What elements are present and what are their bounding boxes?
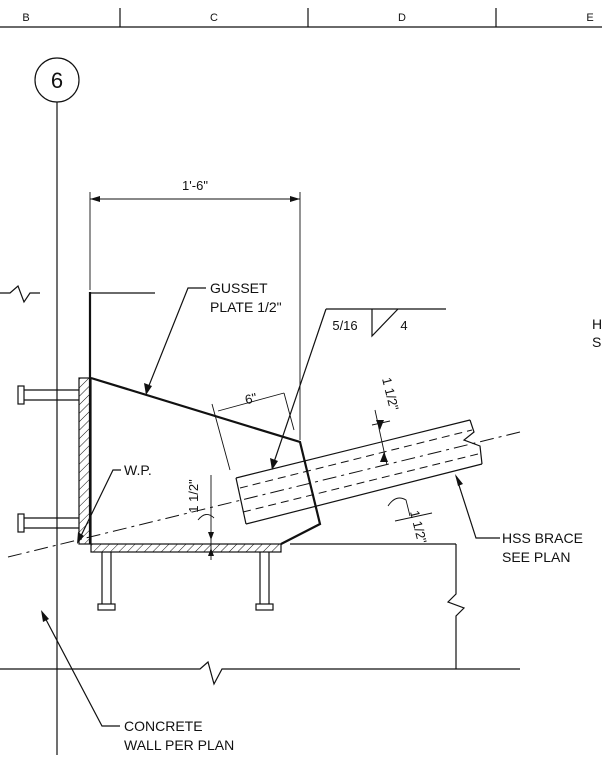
- grid-label-d: D: [398, 12, 406, 24]
- weld-size: 5/16: [332, 318, 357, 333]
- dimension-gusset-edge: 6": [211, 390, 295, 471]
- gusset-label-line2: PLATE 1/2": [210, 299, 282, 315]
- hss-brace: [235, 419, 483, 525]
- concrete-wall-label-line2: WALL PER PLAN: [124, 737, 234, 753]
- anchor-stud: [17, 513, 79, 533]
- brace-centerline: [7, 431, 521, 558]
- weld-length: 4: [400, 318, 407, 333]
- gusset-label-line1: GUSSET: [210, 280, 268, 296]
- dimension-brace-bottom: 1 1/2": [387, 497, 433, 545]
- dimension-gusset-edge-text: 6": [243, 390, 258, 408]
- cropped-note-line2: S: [592, 334, 601, 350]
- weld-symbol: 5/16 4: [270, 308, 446, 470]
- anchor-stud: [255, 552, 274, 611]
- cropped-note-line1: H: [592, 316, 602, 332]
- concrete-wall-callout: CONCRETE WALL PER PLAN: [41, 610, 234, 753]
- hss-brace-callout: HSS BRACE SEE PLAN: [455, 474, 583, 565]
- dimension-brace-top: 1 1/2": [371, 376, 402, 466]
- brace-break: [462, 419, 483, 465]
- lower-slab-line: [0, 660, 520, 686]
- work-point-label: W.P.: [124, 462, 152, 478]
- column-grid-header: B C D E: [0, 8, 602, 28]
- grid-bubble-label: 6: [51, 68, 63, 93]
- wall-embed-plate: [17, 377, 92, 545]
- work-point-callout: W.P.: [77, 462, 152, 544]
- gusset-plate: [88, 292, 322, 545]
- slab-lines: [0, 284, 520, 686]
- grid-label-c: C: [210, 12, 218, 24]
- dimension-brace-top-text: 1 1/2": [379, 376, 402, 413]
- anchor-stud: [97, 552, 116, 611]
- dimension-plate: 1 1/2": [186, 475, 215, 560]
- grid-label-e: E: [586, 12, 593, 24]
- dimension-plate-text: 1 1/2": [186, 479, 201, 513]
- anchor-stud: [17, 385, 79, 405]
- grid-line-6: 6: [34, 57, 80, 755]
- cropped-note: H S: [592, 316, 602, 350]
- break-line-right: [446, 544, 466, 669]
- gusset-callout: GUSSET PLATE 1/2": [144, 280, 282, 395]
- hss-brace-label-line1: HSS BRACE: [502, 530, 583, 546]
- grid-label-b: B: [22, 12, 29, 24]
- dimension-overall-text: 1'-6": [182, 178, 208, 193]
- concrete-wall-label-line1: CONCRETE: [124, 718, 203, 734]
- hss-brace-label-line2: SEE PLAN: [502, 549, 570, 565]
- dimension-overall: 1'-6": [89, 178, 301, 440]
- slab-embed-plate: [90, 543, 282, 611]
